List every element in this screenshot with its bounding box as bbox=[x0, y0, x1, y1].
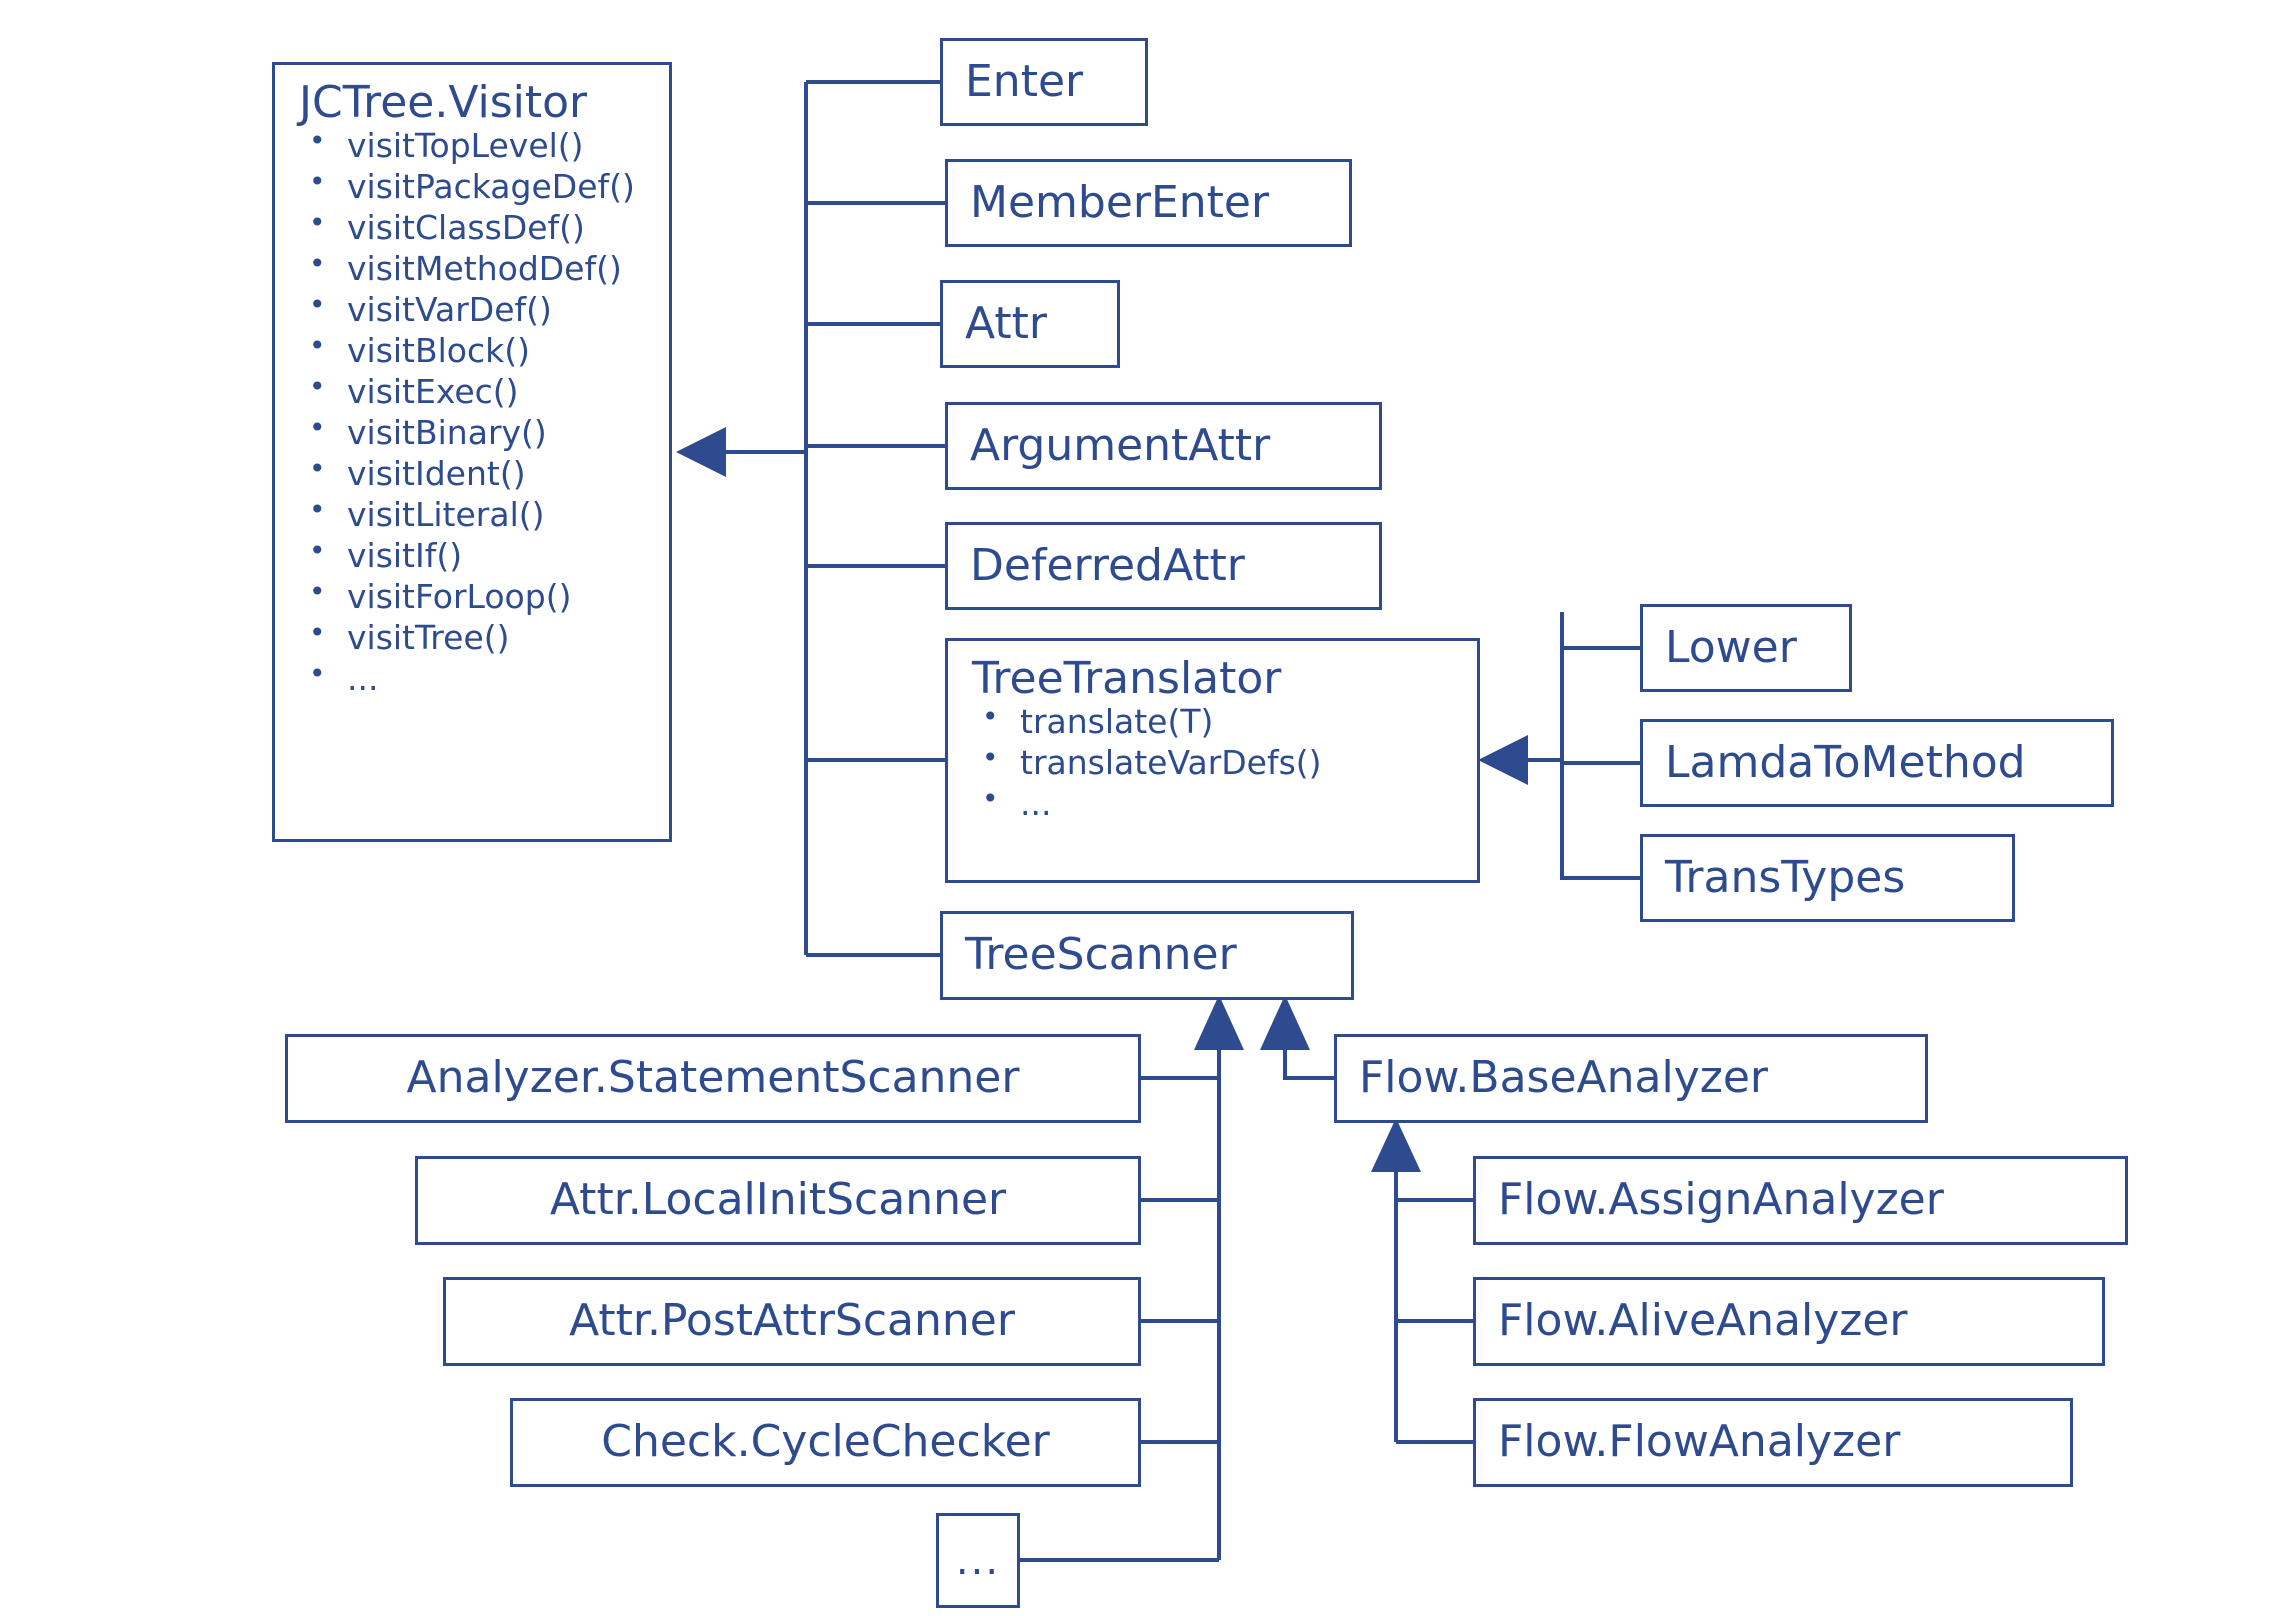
member-item: translate(T) bbox=[974, 703, 1477, 738]
class-box-deferred-attr[interactable]: DeferredAttr bbox=[945, 522, 1382, 610]
class-title-flow-assign-analyzer: Flow.AssignAnalyzer bbox=[1498, 1174, 1944, 1226]
member-item: visitBinary() bbox=[301, 414, 669, 449]
class-title-deferred-attr: DeferredAttr bbox=[970, 539, 1245, 591]
class-box-flow-alive-analyzer[interactable]: Flow.AliveAnalyzer bbox=[1473, 1277, 2105, 1366]
class-title-argument-attr: ArgumentAttr bbox=[970, 419, 1271, 471]
member-item: visitIf() bbox=[301, 537, 669, 572]
member-list-tree-translator: translate(T) translateVarDefs() ... bbox=[948, 703, 1477, 828]
class-box-tree-translator[interactable]: TreeTranslator translate(T) translateVar… bbox=[945, 638, 1480, 883]
member-item: visitPackageDef() bbox=[301, 168, 669, 203]
class-box-lamda-to-method[interactable]: LamdaToMethod bbox=[1640, 719, 2114, 807]
class-title-check-cycle-checker: Check.CycleChecker bbox=[601, 1416, 1050, 1468]
class-title-tree-translator: TreeTranslator bbox=[972, 653, 1282, 704]
member-item: visitForLoop() bbox=[301, 578, 669, 613]
class-box-attr-local-init-scanner[interactable]: Attr.LocalInitScanner bbox=[415, 1156, 1141, 1245]
member-item: visitTree() bbox=[301, 619, 669, 654]
arrowhead-to-flow-base-analyzer bbox=[1371, 1118, 1421, 1172]
arrowhead-to-tree-scanner-right bbox=[1260, 995, 1310, 1050]
class-box-argument-attr[interactable]: ArgumentAttr bbox=[945, 402, 1382, 490]
class-box-tree-scanner[interactable]: TreeScanner bbox=[940, 911, 1354, 1000]
class-title-enter: Enter bbox=[965, 55, 1084, 107]
class-box-trans-types[interactable]: TransTypes bbox=[1640, 834, 2015, 922]
class-title-attr: Attr bbox=[965, 297, 1047, 349]
class-box-lower[interactable]: Lower bbox=[1640, 604, 1852, 692]
member-item: visitLiteral() bbox=[301, 496, 669, 531]
member-item: ... bbox=[974, 785, 1477, 820]
member-item: visitTopLevel() bbox=[301, 127, 669, 162]
class-box-flow-flow-analyzer[interactable]: Flow.FlowAnalyzer bbox=[1473, 1398, 2073, 1487]
class-box-flow-base-analyzer[interactable]: Flow.BaseAnalyzer bbox=[1334, 1034, 1928, 1123]
class-title-trans-types: TransTypes bbox=[1665, 851, 1906, 903]
class-box-attr[interactable]: Attr bbox=[940, 280, 1120, 368]
member-item: visitMethodDef() bbox=[301, 250, 669, 285]
arrowhead-to-tree-scanner-left bbox=[1194, 995, 1244, 1050]
class-box-analyzer-statement-scanner[interactable]: Analyzer.StatementScanner bbox=[285, 1034, 1141, 1123]
class-title-flow-flow-analyzer: Flow.FlowAnalyzer bbox=[1498, 1416, 1901, 1468]
member-item: visitClassDef() bbox=[301, 209, 669, 244]
member-item: translateVarDefs() bbox=[974, 744, 1477, 779]
class-title-flow-base-analyzer: Flow.BaseAnalyzer bbox=[1359, 1052, 1768, 1104]
class-title-lower: Lower bbox=[1665, 621, 1797, 673]
class-title-attr-local-init-scanner: Attr.LocalInitScanner bbox=[549, 1174, 1007, 1226]
class-title-flow-alive-analyzer: Flow.AliveAnalyzer bbox=[1498, 1295, 1908, 1347]
class-box-member-enter[interactable]: MemberEnter bbox=[945, 159, 1352, 247]
class-box-flow-assign-analyzer[interactable]: Flow.AssignAnalyzer bbox=[1473, 1156, 2128, 1245]
class-box-scanner-more[interactable]: ... bbox=[936, 1513, 1020, 1608]
member-item: visitExec() bbox=[301, 373, 669, 408]
class-title-attr-post-attr-scanner: Attr.PostAttrScanner bbox=[569, 1295, 1015, 1347]
member-list-jctree-visitor: visitTopLevel() visitPackageDef() visitC… bbox=[275, 127, 669, 703]
member-item: visitVarDef() bbox=[301, 291, 669, 326]
class-box-check-cycle-checker[interactable]: Check.CycleChecker bbox=[510, 1398, 1141, 1487]
class-box-jctree-visitor[interactable]: JCTree.Visitor visitTopLevel() visitPack… bbox=[272, 62, 672, 842]
member-item: visitIdent() bbox=[301, 455, 669, 490]
class-title-member-enter: MemberEnter bbox=[970, 176, 1270, 228]
edge-flow-base-analyzer bbox=[1283, 1000, 1334, 1080]
class-title-scanner-more: ... bbox=[955, 1537, 1001, 1584]
class-title-jctree-visitor: JCTree.Visitor bbox=[299, 77, 588, 128]
class-title-tree-scanner: TreeScanner bbox=[965, 929, 1237, 981]
class-box-attr-post-attr-scanner[interactable]: Attr.PostAttrScanner bbox=[443, 1277, 1141, 1366]
member-item: visitBlock() bbox=[301, 332, 669, 367]
member-item: ... bbox=[301, 660, 669, 695]
arrowhead-to-visitor bbox=[676, 427, 726, 477]
class-title-lamda-to-method: LamdaToMethod bbox=[1665, 736, 2026, 788]
arrowhead-to-tree-translator bbox=[1478, 735, 1528, 785]
class-box-enter[interactable]: Enter bbox=[940, 38, 1148, 126]
class-title-analyzer-statement-scanner: Analyzer.StatementScanner bbox=[406, 1052, 1020, 1104]
